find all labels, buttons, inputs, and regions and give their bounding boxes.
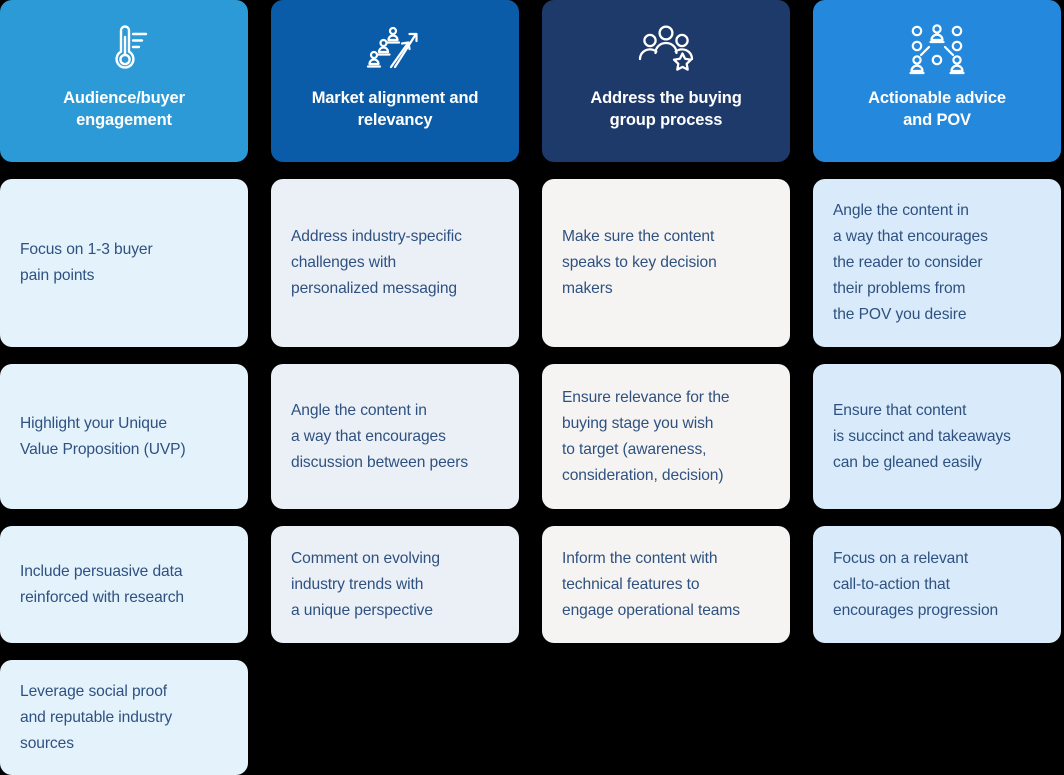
table-cell[interactable]: Make sure the content speaks to key deci… [542, 179, 790, 347]
people-group-star-icon [629, 17, 703, 81]
table-cell[interactable]: Angle the content in a way that encourag… [271, 364, 519, 509]
column-header-label: Actionable advice and POV [868, 89, 1006, 129]
table-cell[interactable]: Comment on evolving industry trends with… [271, 526, 519, 643]
cell-text: Ensure that content is succinct and take… [833, 401, 1011, 471]
cell-text: Make sure the content speaks to key deci… [562, 228, 717, 297]
table-cell[interactable]: Leverage social proof and reputable indu… [0, 660, 248, 775]
table-cell[interactable]: Address industry-specific challenges wit… [271, 179, 519, 347]
cell-text: Include persuasive data reinforced with … [20, 562, 185, 606]
column-header-market-alignment-and-relevancy[interactable]: Market alignment and relevancy [271, 0, 519, 162]
table-cell[interactable]: Angle the content in a way that encourag… [813, 179, 1061, 347]
cell-text: Ensure relevance for the buying stage yo… [562, 388, 730, 484]
cell-text: Focus on 1-3 buyer pain points [20, 241, 153, 284]
table-cell-empty [813, 660, 1061, 775]
column-header-address-the-buying-group-process[interactable]: Address the buying group process [542, 0, 790, 162]
column-header-label: Audience/buyer engagement [63, 89, 185, 129]
cell-text: Address industry-specific challenges wit… [291, 228, 462, 297]
cell-text: Angle the content in a way that encourag… [291, 401, 469, 471]
column-header-label: Address the buying group process [590, 89, 742, 129]
cell-text: Comment on evolving industry trends with… [291, 549, 440, 619]
cell-text: Focus on a relevant call-to-action that … [833, 549, 999, 619]
column-header-audience-buyer-engagement[interactable]: Audience/buyer engagement [0, 0, 248, 162]
column-header-label: Market alignment and relevancy [311, 89, 479, 129]
column-header-actionable-advice-and-pov[interactable]: Actionable advice and POV [813, 0, 1061, 162]
cell-text: Leverage social proof and reputable indu… [20, 682, 173, 752]
table-cell[interactable]: Inform the content with technical featur… [542, 526, 790, 643]
cell-text: Inform the content with technical featur… [562, 549, 740, 619]
table-cell[interactable]: Ensure relevance for the buying stage yo… [542, 364, 790, 509]
cell-text: Angle the content in a way that encourag… [833, 202, 988, 323]
table-cell[interactable]: Ensure that content is succinct and take… [813, 364, 1061, 509]
people-network-icon [900, 17, 974, 81]
table-cell[interactable]: Highlight your Unique Value Proposition … [0, 364, 248, 509]
table-cell[interactable]: Focus on 1-3 buyer pain points [0, 179, 248, 347]
people-growth-arrows-icon [358, 17, 432, 81]
table-cell[interactable]: Focus on a relevant call-to-action that … [813, 526, 1061, 643]
table-cell-empty [271, 660, 519, 775]
cell-text: Highlight your Unique Value Proposition … [20, 414, 186, 458]
table-cell[interactable]: Include persuasive data reinforced with … [0, 526, 248, 643]
thermometer-icon [87, 17, 161, 81]
table-cell-empty [542, 660, 790, 775]
